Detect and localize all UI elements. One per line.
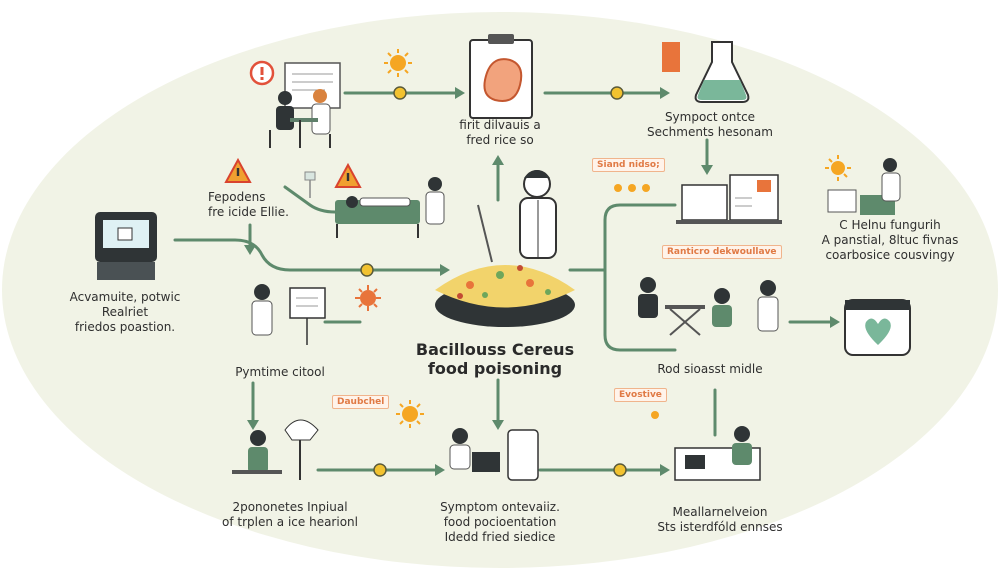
label-bottom-left: 2pononetes Inpiual of trplen a ice heari… <box>205 500 375 530</box>
flow-line-right-split <box>568 203 677 272</box>
tag-evostive: Evostive <box>614 388 667 402</box>
diagram-title: Bacillouss Cereus food poisoning <box>400 340 590 378</box>
warning-icon <box>334 162 362 188</box>
label-line: 2pononetes Inpiual <box>232 500 348 514</box>
label-line: Sympoct ontce <box>664 110 756 124</box>
label-line: C Helnu fungurih <box>839 218 941 232</box>
label-line: Acvamuite, potwic <box>69 290 181 304</box>
consultation-scene-icon <box>269 62 341 148</box>
connector-dot <box>393 86 407 100</box>
label-line: A panstial, 8ltuc fivnas <box>821 233 959 247</box>
arrowhead <box>435 464 445 476</box>
kitchen-appliance-icon <box>676 174 782 224</box>
label-line: Fepodens <box>208 190 266 204</box>
arrowhead <box>492 155 504 165</box>
label-line: Realriet <box>101 305 149 319</box>
flow-line-far-left <box>173 238 442 272</box>
label-right-upper: C Helnu fungurih A panstial, 8ltuc fivna… <box>795 218 985 263</box>
warning-icon <box>249 60 275 86</box>
label-top-center: firit dilvauis a fred rice so <box>440 118 560 148</box>
arrowhead <box>701 165 713 175</box>
arrowhead <box>660 87 670 99</box>
label-line: firit dilvauis a <box>459 118 541 132</box>
sun-icon <box>384 49 412 77</box>
bacteria-icon <box>355 285 381 311</box>
clipboard-stomach-icon <box>469 34 533 119</box>
label-line: Pymtime citool <box>235 365 325 379</box>
label-line: fred rice so <box>466 133 534 147</box>
label-bottom-center: Symptom ontevaiiz. food pocioentation Id… <box>425 500 575 545</box>
connector-dot <box>613 463 627 477</box>
doctor-icon <box>519 170 557 259</box>
label-line: of trplen a ice hearionl <box>222 515 358 529</box>
connector-dots <box>360 86 627 477</box>
label-top-right: Sympoct ontce Sechments hesonam <box>630 110 790 140</box>
sun-icon <box>396 400 424 428</box>
doctor-chart-icon <box>251 284 326 345</box>
patient-bed-icon <box>304 171 445 238</box>
fried-rice-bowl-icon <box>435 204 575 327</box>
title-line: Bacillouss Cereus <box>415 340 575 359</box>
label-bottom-right: Meallarnelveion Sts isterdfóld ennses <box>640 505 800 535</box>
label-line: food pocioentation <box>443 515 557 529</box>
label-left-mid: Fepodens fre icide Ellie. <box>208 190 289 220</box>
flow-lines <box>173 91 832 472</box>
flow-line-right-down <box>603 268 677 352</box>
arrowhead <box>440 264 450 276</box>
label-line: Symptom ontevaiiz. <box>440 500 560 514</box>
label-line: friedos poastion. <box>74 320 176 334</box>
patient-table-icon <box>232 419 319 480</box>
arrowhead <box>830 316 840 328</box>
scientist-icon <box>827 158 901 215</box>
connector-dot <box>610 86 624 100</box>
label-line: Sts isterdfóld ennses <box>657 520 783 534</box>
heart-container-icon <box>844 299 911 356</box>
connector-dot <box>360 263 374 277</box>
label-line: Meallarnelveion <box>672 505 768 519</box>
dining-scene-icon <box>638 277 779 336</box>
label-line: Rod sioasst midle <box>657 362 763 376</box>
sun-icon <box>825 155 851 181</box>
arrowheads <box>244 87 840 476</box>
cooking-scene-icon <box>449 428 539 481</box>
arrowhead <box>660 464 670 476</box>
arrowhead <box>244 245 256 255</box>
label-line: Sechments hesonam <box>647 125 773 139</box>
tag-ranti: Ranticro dekwoullave <box>662 245 782 259</box>
lab-flask-icon <box>662 41 750 103</box>
kitchen-counter-icon <box>674 426 761 481</box>
label-line: Idedd fried siedice <box>444 530 556 544</box>
connector-dot <box>373 463 387 477</box>
label-right-mid: Rod sioasst midle <box>640 362 780 377</box>
microwave-icon <box>95 212 157 280</box>
label-far-left: Acvamuite, potwic Realriet friedos poast… <box>55 290 195 335</box>
bacteria-icon <box>614 184 650 192</box>
arrowhead <box>247 420 259 430</box>
label-line: fre icide Ellie. <box>208 205 289 219</box>
title-line: food poisoning <box>427 359 563 378</box>
label-left-lower: Pymtime citool <box>220 365 340 380</box>
label-line: coarbosice cousvingy <box>825 248 955 262</box>
arrowhead <box>455 87 465 99</box>
warning-icon <box>224 157 252 183</box>
tag-sand: Siand nidso; <box>592 158 665 172</box>
arrowhead <box>492 420 504 430</box>
tag-daubchel: Daubchel <box>332 395 390 409</box>
flow-line-left-bed <box>283 185 337 214</box>
bacteria-icon <box>651 411 659 419</box>
